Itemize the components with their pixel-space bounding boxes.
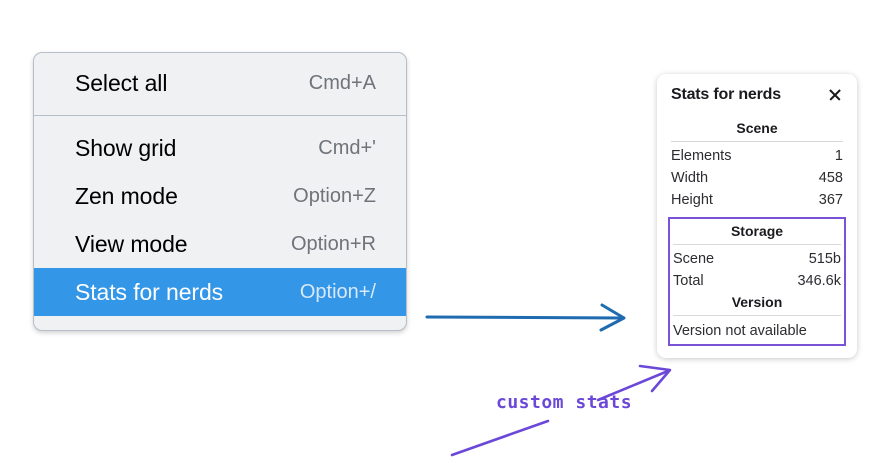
menu-item-label: Stats for nerds (75, 278, 224, 305)
close-icon[interactable] (827, 87, 843, 103)
stats-panel-title: Stats for nerds (671, 86, 781, 103)
divider (673, 244, 841, 245)
menu-item-shortcut: Cmd+A (308, 71, 376, 94)
menu-group-1: Select all Cmd+A (34, 59, 406, 115)
stat-key: Height (671, 192, 713, 208)
stat-value: 515b (808, 251, 841, 267)
stat-row: Scene 515b (673, 248, 841, 270)
divider (671, 141, 843, 142)
menu-item-stats-for-nerds[interactable]: Stats for nerds Option+/ (34, 268, 406, 316)
stat-key: Total (673, 273, 704, 289)
stat-row: Elements 1 (671, 145, 843, 167)
stats-panel: Stats for nerds Scene Elements 1 Width 4… (657, 74, 857, 358)
menu-item-label: Zen mode (75, 182, 178, 209)
menu-item-zen-mode[interactable]: Zen mode Option+Z (34, 172, 406, 220)
section-title: Version (731, 294, 783, 310)
menu-item-show-grid[interactable]: Show grid Cmd+' (34, 124, 406, 172)
blue-arrow (425, 303, 626, 332)
menu-item-label: View mode (75, 230, 188, 257)
stat-key: Elements (671, 148, 732, 164)
section-title: Scene (736, 120, 778, 136)
stats-panel-header: Stats for nerds (671, 86, 843, 104)
stat-value: 1 (834, 148, 843, 164)
menu-item-view-mode[interactable]: View mode Option+R (34, 220, 406, 268)
annotation-label: custom stats (496, 392, 633, 413)
stat-value: 367 (818, 192, 843, 208)
context-menu: Select all Cmd+A Show grid Cmd+' Zen mod… (33, 52, 407, 331)
stat-value: 458 (818, 170, 843, 186)
menu-item-shortcut: Option+/ (299, 280, 376, 303)
menu-item-shortcut: Option+Z (293, 184, 376, 207)
stat-row: Height 367 (671, 189, 843, 211)
section-title: Storage (730, 223, 784, 239)
version-text: Version not available (673, 323, 807, 339)
menu-item-label: Select all (75, 69, 168, 96)
menu-item-label: Show grid (75, 134, 177, 161)
menu-group-2: Show grid Cmd+' Zen mode Option+Z View m… (34, 115, 406, 316)
stat-key: Scene (673, 251, 715, 267)
section-version: Version Version not available (673, 292, 841, 341)
custom-stats-highlight-box: Storage Scene 515b Total 346.6k Version … (668, 217, 846, 346)
stat-value: 346.6k (797, 273, 841, 289)
section-storage: Storage Scene 515b Total 346.6k (673, 221, 841, 292)
divider (673, 315, 841, 316)
stat-row: Width 458 (671, 167, 843, 189)
menu-item-shortcut: Cmd+' (318, 136, 376, 159)
menu-item-shortcut: Option+R (290, 232, 376, 255)
section-scene: Scene Elements 1 Width 458 Height 367 (671, 118, 843, 211)
menu-item-select-all[interactable]: Select all Cmd+A (34, 59, 406, 107)
stat-key: Width (671, 170, 709, 186)
purple-tail-stroke (450, 419, 550, 457)
stat-row: Total 346.6k (673, 270, 841, 292)
